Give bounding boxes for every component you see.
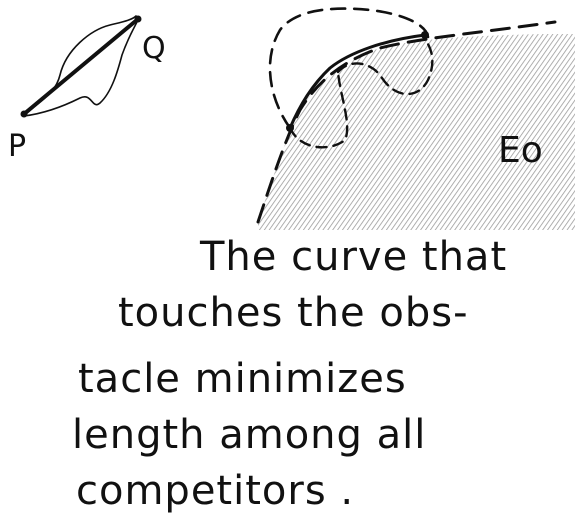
competitor-loop-right	[336, 36, 434, 96]
curve-end-dot	[421, 31, 429, 39]
caption: The curve that touches the obs- tacle mi…	[72, 234, 507, 514]
point-p-dot	[20, 110, 28, 118]
competitor-loop-lower	[288, 70, 349, 149]
obstacle-boundary	[256, 20, 557, 224]
point-p-label: P	[8, 129, 26, 164]
caption-line-3: tacle minimizes	[78, 356, 407, 402]
curve-start-dot	[286, 124, 294, 132]
straight-segment	[22, 17, 140, 116]
competitor-loop-outer	[268, 7, 430, 130]
region-label: Eo	[498, 130, 543, 171]
point-q-dot	[134, 15, 142, 23]
optimal-curve	[288, 33, 427, 130]
point-q-label: Q	[142, 31, 166, 66]
caption-line-5: competitors .	[76, 468, 354, 514]
right-sketch: Eo	[256, 7, 575, 230]
caption-line-1: The curve that	[199, 234, 507, 280]
caption-line-2: touches the obs-	[118, 290, 469, 336]
left-sketch: P Q	[8, 15, 166, 164]
caption-line-4: length among all	[72, 412, 426, 458]
